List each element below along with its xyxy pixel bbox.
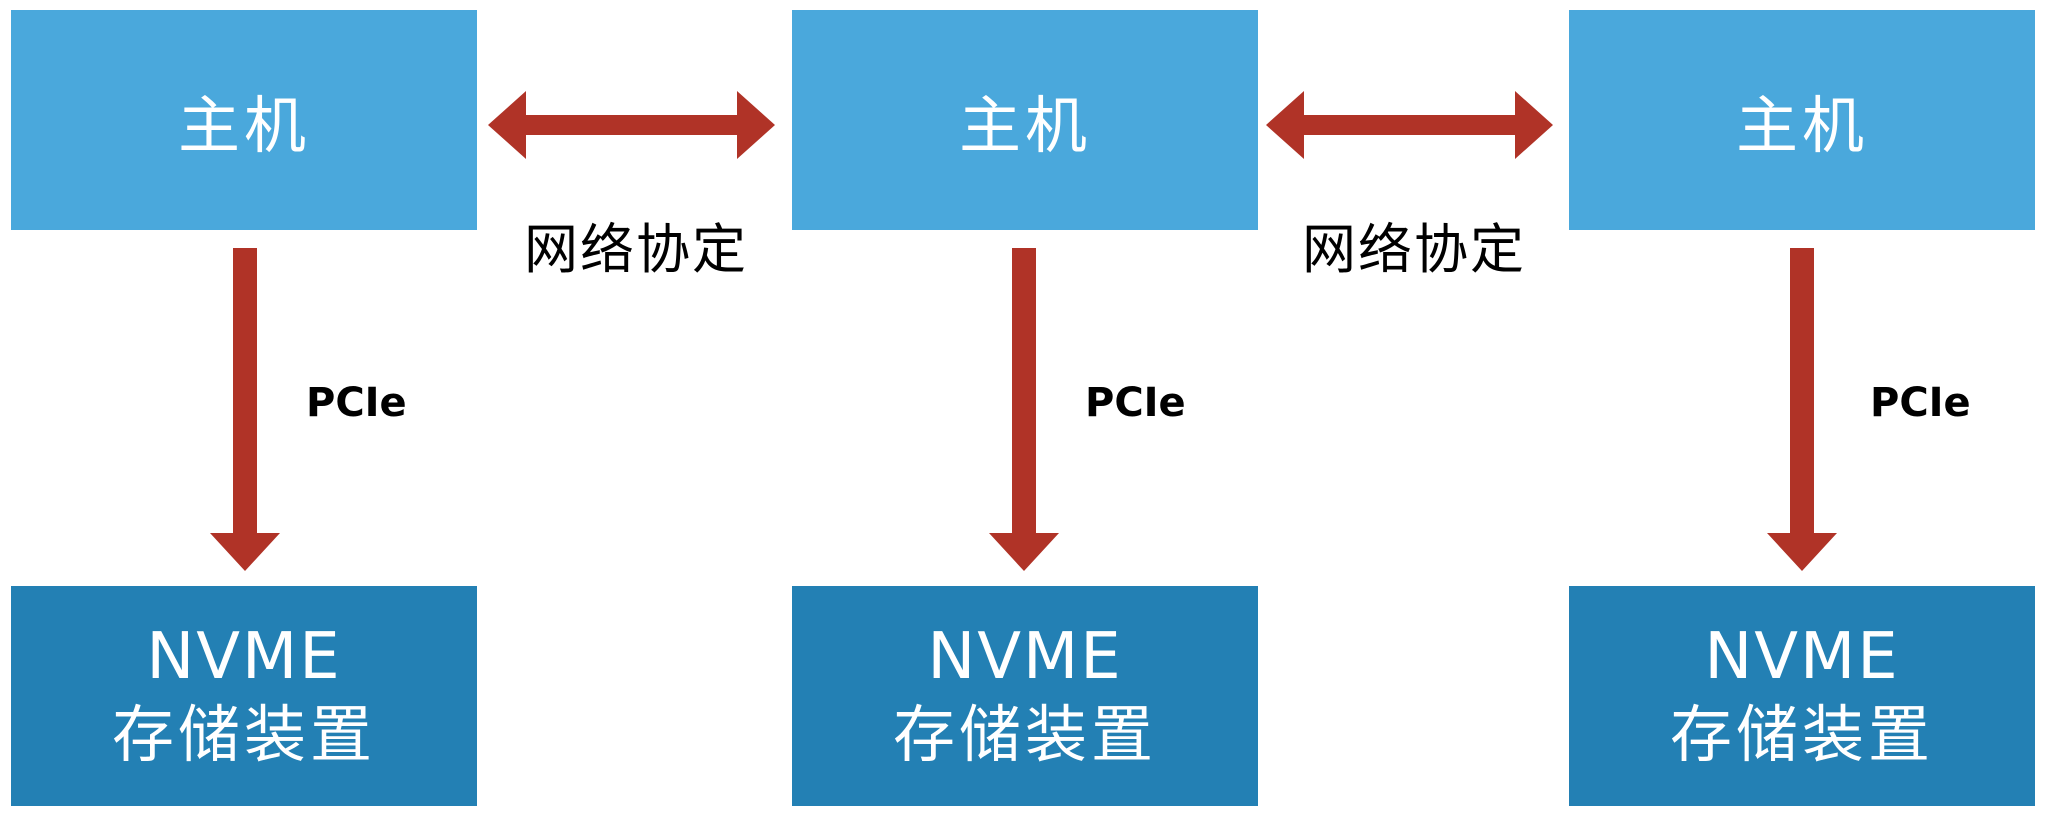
storage-title-1: NVME	[146, 620, 342, 694]
pcie-arrow-2	[989, 248, 1059, 571]
host-box-1: 主机	[11, 10, 477, 230]
host-box-3: 主机	[1569, 10, 2035, 230]
host-label-2: 主机	[958, 89, 1091, 162]
network-arrow-1	[488, 91, 775, 159]
storage-title-2: NVME	[927, 620, 1123, 694]
storage-box-2: NVME 存储装置	[792, 586, 1258, 806]
network-arrow-2	[1266, 91, 1553, 159]
network-label-2: 网络协定	[1302, 218, 1526, 281]
storage-box-1: NVME 存储装置	[11, 586, 477, 806]
network-label-1: 网络协定	[524, 218, 748, 281]
host-box-2: 主机	[792, 10, 1258, 230]
storage-subtitle-2: 存储装置	[892, 698, 1157, 771]
storage-title-3: NVME	[1704, 620, 1900, 694]
pcie-arrow-1	[210, 248, 280, 571]
pcie-label-2: PCIe	[1085, 380, 1186, 426]
storage-subtitle-1: 存储装置	[111, 698, 376, 771]
storage-subtitle-3: 存储装置	[1669, 698, 1934, 771]
host-label-1: 主机	[177, 89, 310, 162]
pcie-arrow-3	[1767, 248, 1837, 571]
pcie-label-1: PCIe	[306, 380, 407, 426]
host-label-3: 主机	[1735, 89, 1868, 162]
storage-box-3: NVME 存储装置	[1569, 586, 2035, 806]
pcie-label-3: PCIe	[1870, 380, 1971, 426]
